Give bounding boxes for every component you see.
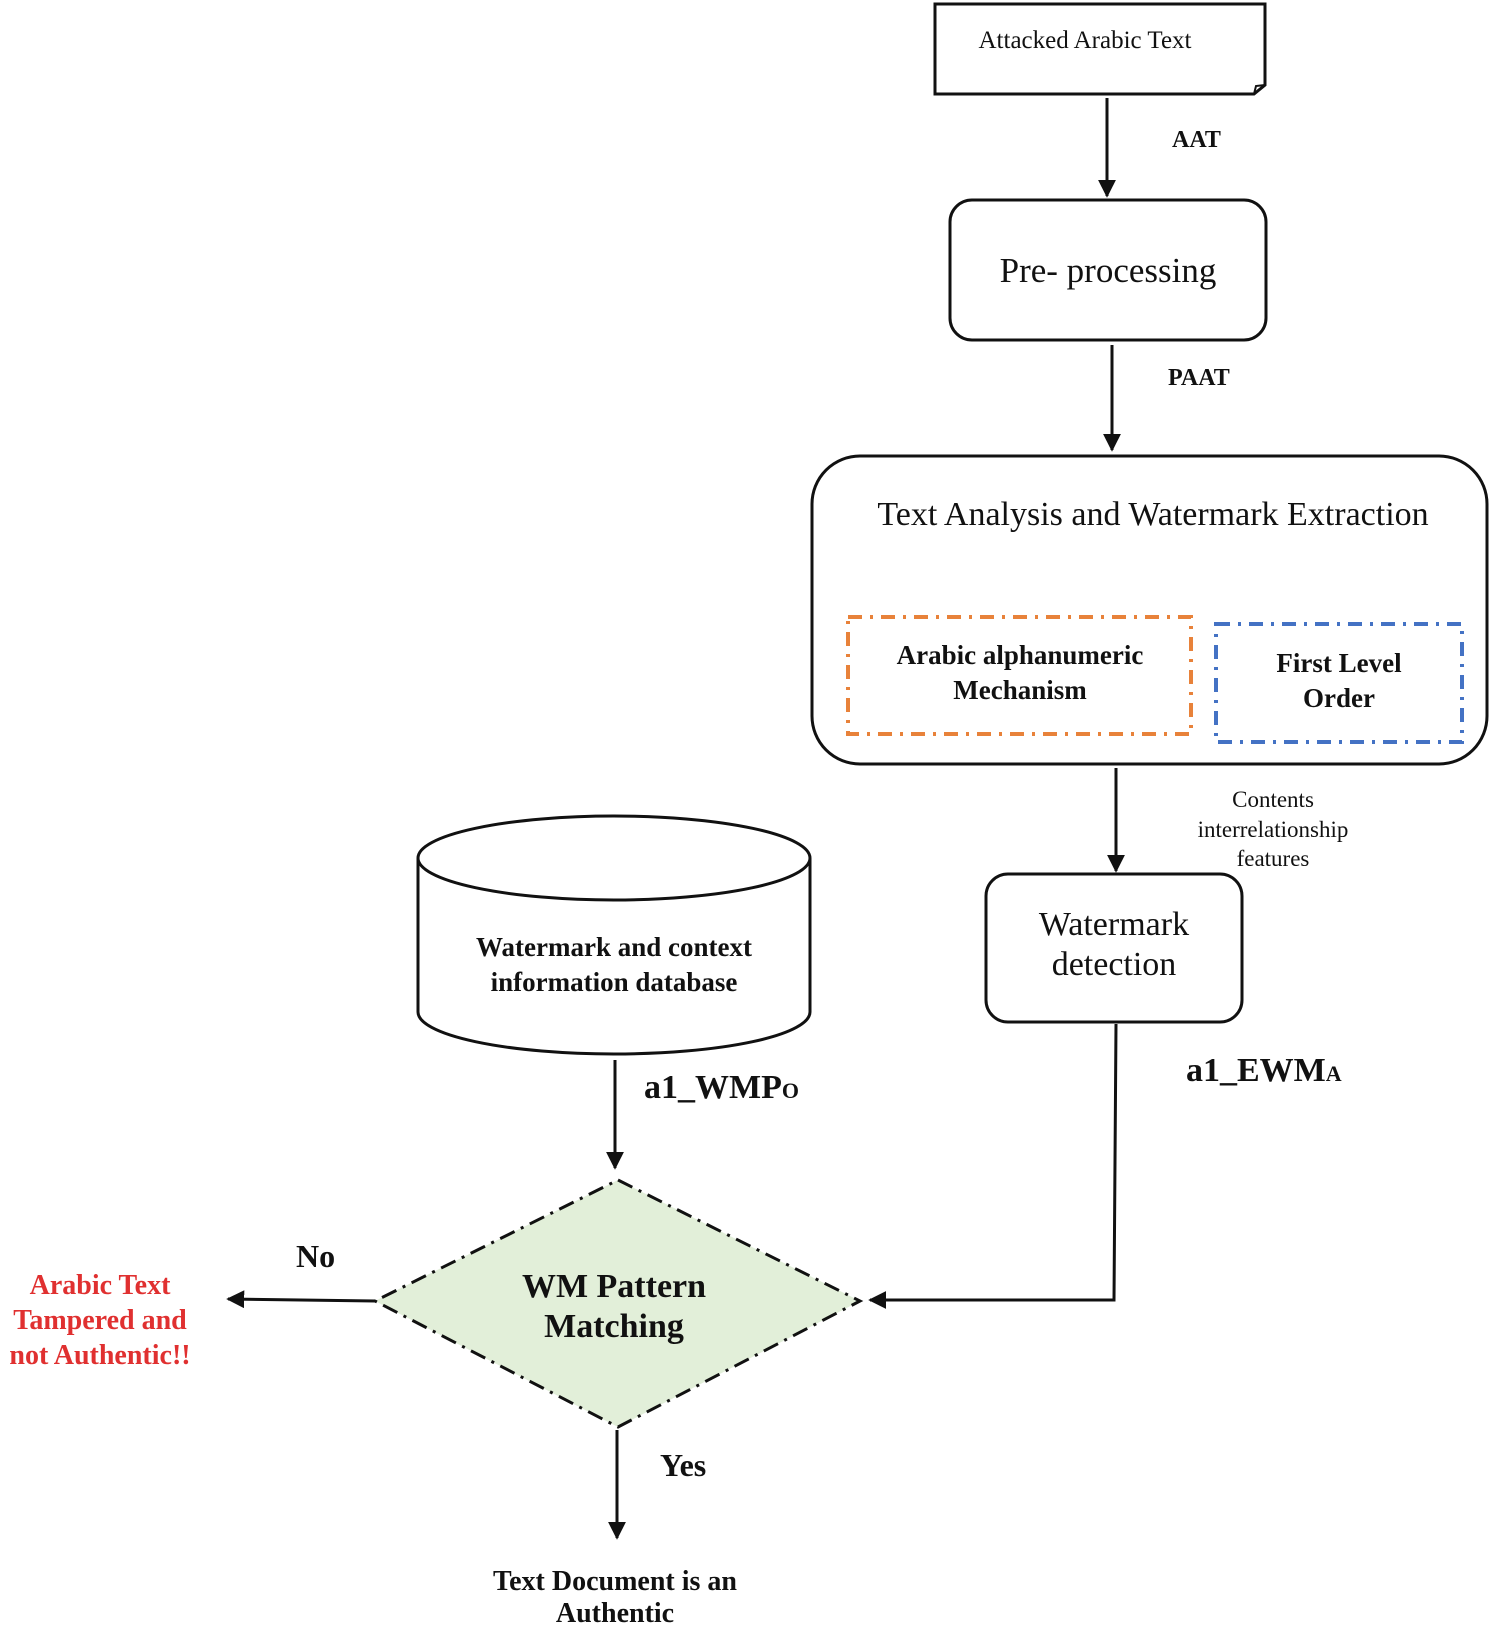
features-line-2: interrelationship	[1198, 817, 1349, 842]
first-level-order-box: First Level Order	[1214, 622, 1464, 744]
input-document-label: Attacked Arabic Text	[979, 27, 1192, 54]
order-line-1: First Level	[1276, 648, 1402, 678]
edge-label-ewm: a1_EWMA	[1186, 1052, 1342, 1089]
authentic-result: Text Document is an Authentic	[493, 1566, 737, 1629]
edge-label-wmp: a1_WMPO	[644, 1069, 799, 1106]
features-line-3: features	[1237, 846, 1310, 871]
edge-label-paat: PAAT	[1168, 365, 1230, 391]
decision-line-1: WM Pattern	[522, 1268, 706, 1305]
edge-label-features: Contents interrelationship features	[1198, 787, 1349, 871]
ewm-sub: A	[1326, 1061, 1342, 1086]
tampered-line-1: Arabic Text	[30, 1270, 171, 1301]
mechanism-line-2: Mechanism	[953, 675, 1087, 705]
tampered-result: Arabic Text Tampered and not Authentic!!	[9, 1270, 190, 1371]
edge-label-aat: AAT	[1172, 127, 1221, 153]
analysis-node: Text Analysis and Watermark Extraction A…	[810, 454, 1489, 766]
detection-line-1: Watermark	[1039, 906, 1189, 943]
tampered-line-3: not Authentic!!	[9, 1340, 190, 1371]
features-line-1: Contents	[1232, 787, 1314, 812]
edge-no	[226, 1290, 376, 1309]
preprocessing-label: Pre- processing	[1000, 251, 1217, 290]
decision-node: WM Pattern Matching	[371, 1178, 864, 1429]
ewm-base: a1_EWM	[1186, 1052, 1326, 1089]
tampered-line-2: Tampered and	[13, 1305, 187, 1336]
mechanism-line-1: Arabic alphanumeric	[897, 640, 1144, 670]
order-line-2: Order	[1303, 683, 1375, 713]
database-line-1: Watermark and context	[476, 932, 752, 962]
wmp-sub: O	[782, 1078, 799, 1103]
analysis-title: Text Analysis and Watermark Extraction	[877, 496, 1428, 533]
decision-line-2: Matching	[544, 1308, 684, 1345]
authentic-line-1: Text Document is an	[493, 1566, 737, 1597]
wmp-base: a1_WMP	[644, 1069, 782, 1106]
database-node: Watermark and context information databa…	[416, 814, 812, 1056]
preprocessing-node: Pre- processing	[948, 198, 1268, 342]
database-line-2: information database	[491, 967, 738, 997]
edge-label-no: No	[296, 1238, 335, 1274]
authentic-line-2: Authentic	[556, 1598, 674, 1625]
edge-ewm	[868, 1023, 1118, 1309]
alphanumeric-mechanism-box: Arabic alphanumeric Mechanism	[846, 615, 1193, 736]
input-document-node: Attacked Arabic Text	[933, 2, 1267, 96]
detection-node: Watermark detection	[984, 872, 1244, 1024]
detection-line-2: detection	[1052, 946, 1177, 983]
edge-label-yes: Yes	[660, 1447, 706, 1483]
